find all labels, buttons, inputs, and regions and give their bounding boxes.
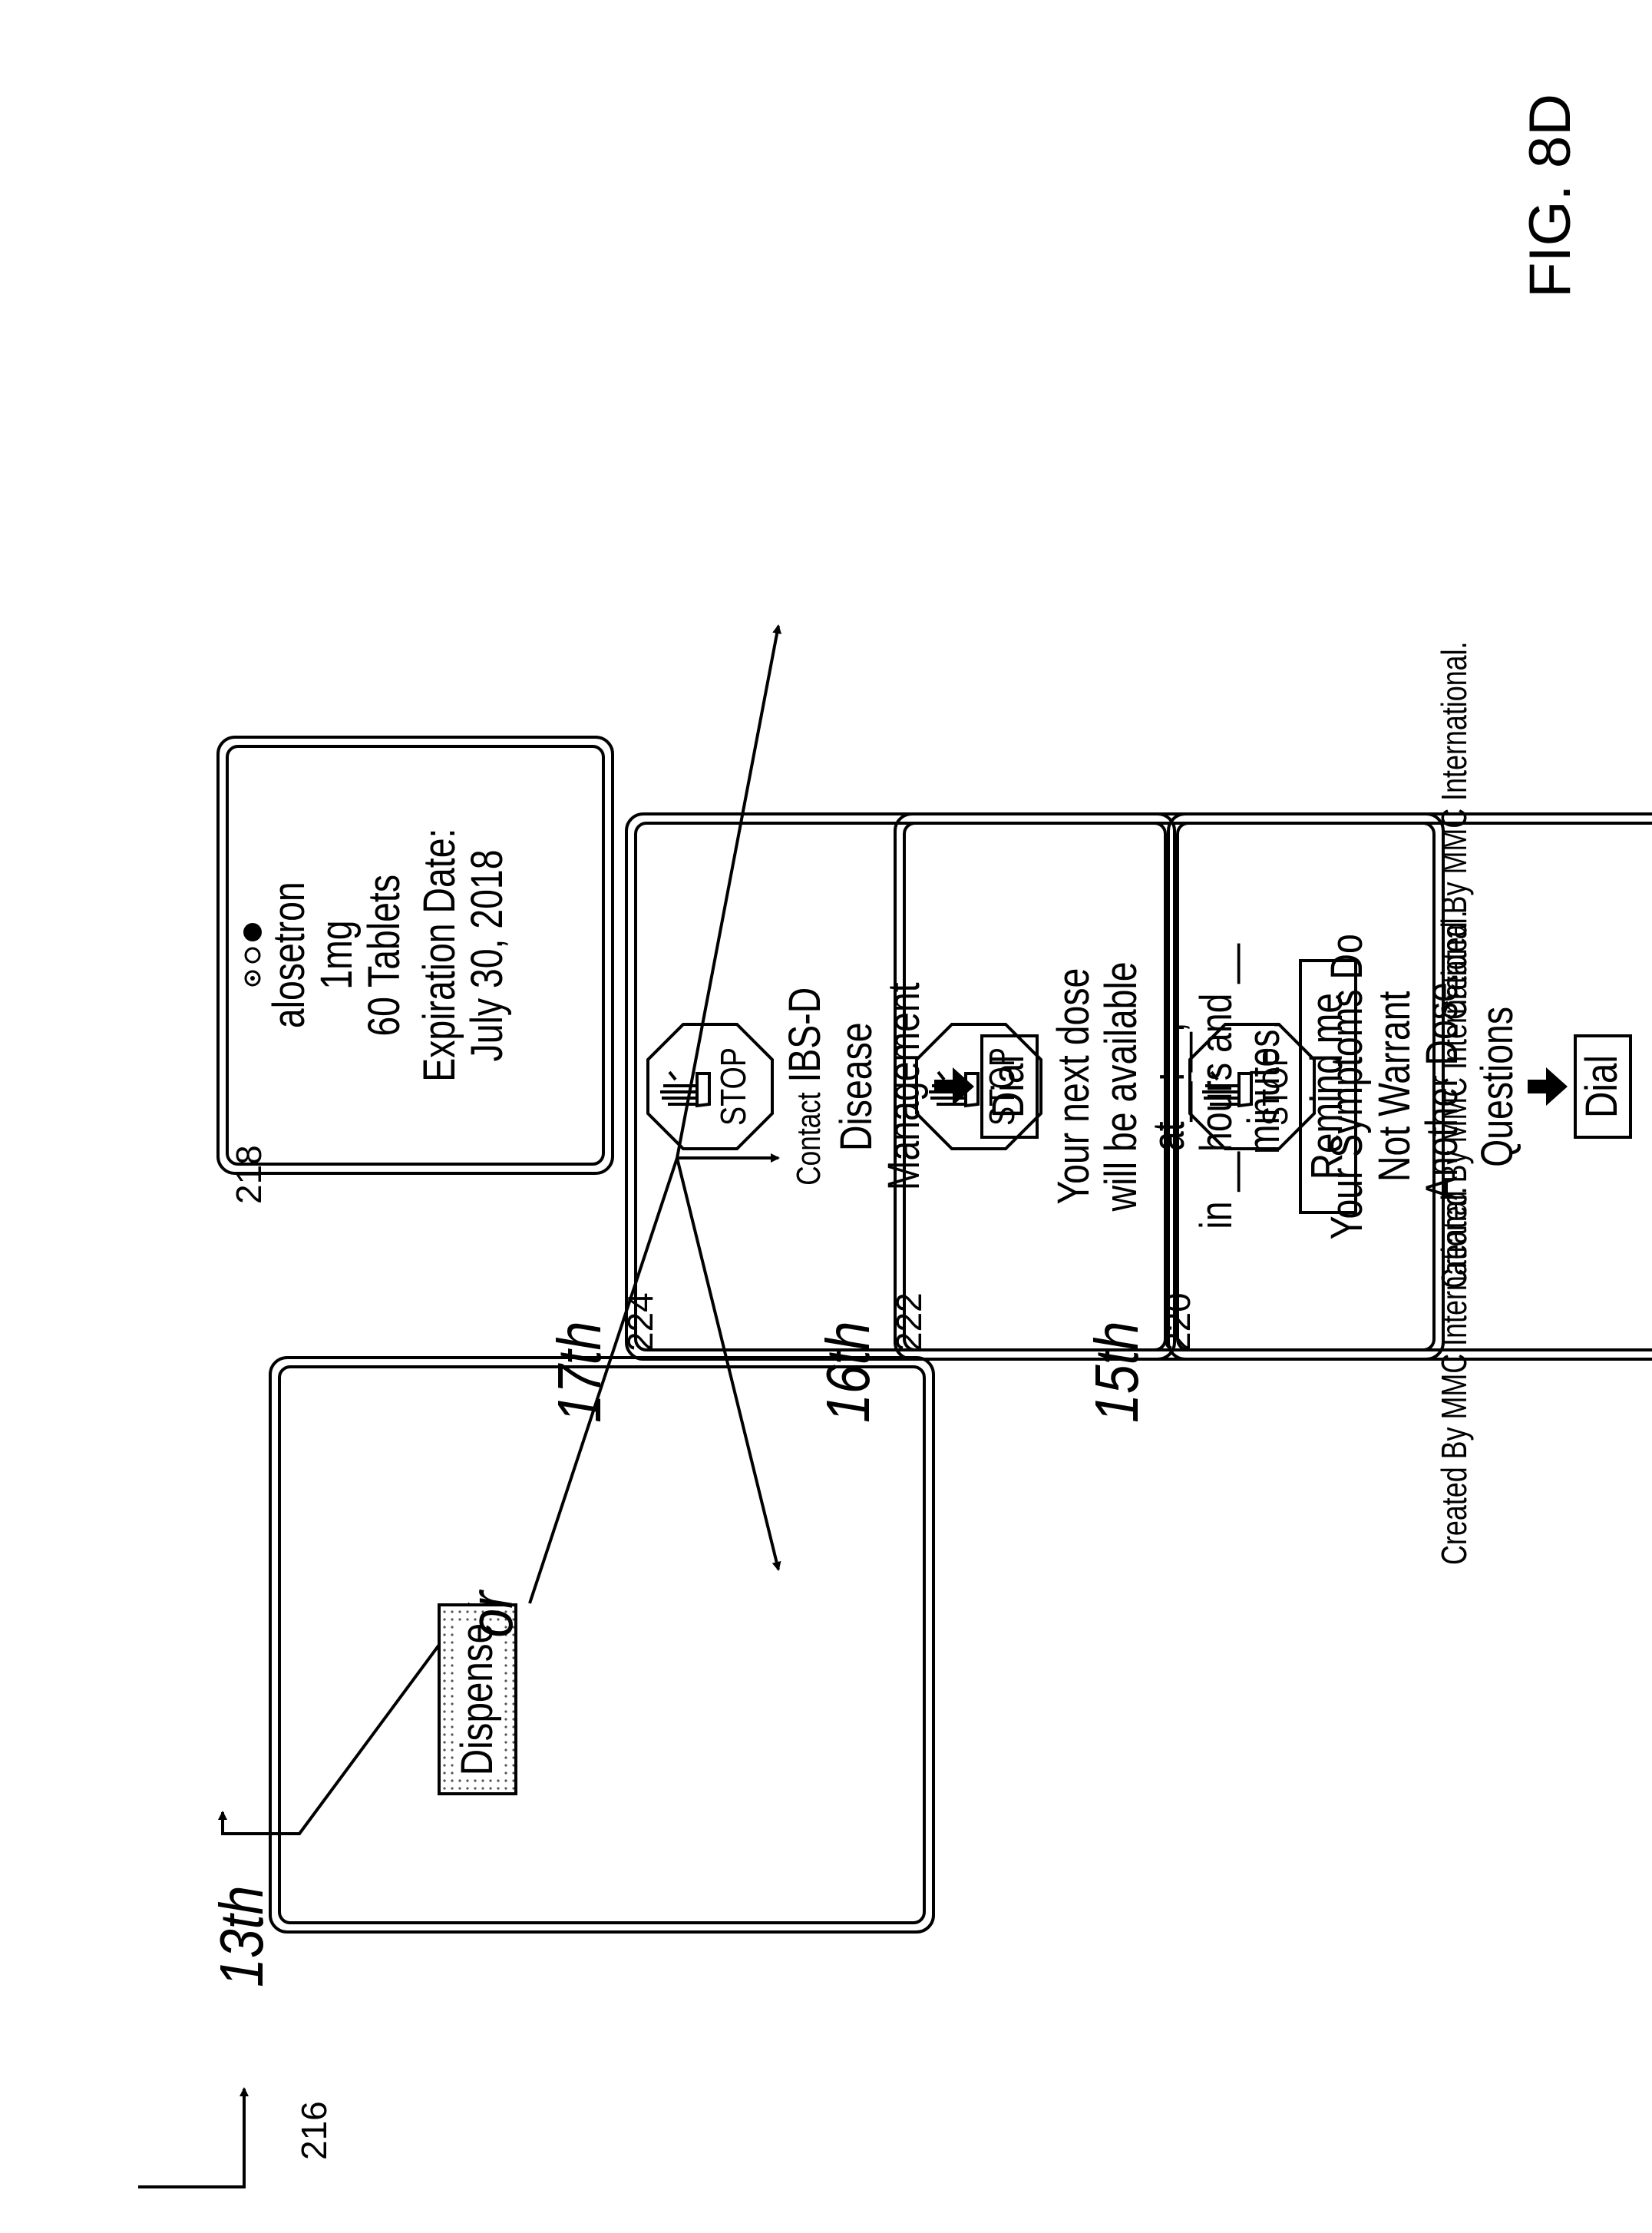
questions-label: Questions xyxy=(1472,1006,1522,1167)
message-line: Management xyxy=(879,982,929,1191)
contact-label: Contact xyxy=(790,1092,828,1186)
or-label: or xyxy=(457,1591,525,1638)
arrow-to-224 xyxy=(676,1157,781,1571)
arrow-to-220 xyxy=(676,624,782,1159)
intro-arrow xyxy=(138,2087,249,2188)
credit-220b: Created By MMC International. xyxy=(1434,641,1474,1020)
message-line: minutes. xyxy=(1239,1019,1289,1154)
ref-216: 216 xyxy=(294,2101,334,2160)
expiration-label: Expiration Date: xyxy=(415,828,464,1083)
message-line: in __hours and __ xyxy=(1191,944,1241,1229)
day-label-13th: 13th xyxy=(207,1885,276,1987)
drug-dose: 1mg xyxy=(312,920,362,991)
stop-label: STOP xyxy=(713,1047,753,1126)
message-line: Contact IBS-D xyxy=(780,987,833,1186)
figure-label: FIG. 8D xyxy=(1518,93,1583,298)
dial-button[interactable]: Dial xyxy=(980,1034,1039,1139)
arrow-down-icon xyxy=(934,1067,974,1106)
dial-button[interactable]: Dial xyxy=(1574,1034,1632,1139)
drug-name: alosetron xyxy=(264,882,314,1029)
page-dots-icon xyxy=(243,923,262,987)
expiration-date: July 30, 2018 xyxy=(462,849,512,1062)
arrow-to-218 xyxy=(218,1602,471,1835)
day-label-17th: 17th xyxy=(545,1321,613,1423)
stop-sign-icon: STOP xyxy=(1187,1021,1317,1152)
ibs-d-label: IBS-D xyxy=(780,987,830,1083)
message-line: Disease xyxy=(831,1022,881,1151)
remind-me-button[interactable]: Remind me xyxy=(1299,958,1357,1215)
arrow-down-icon xyxy=(1528,1067,1568,1106)
stop-sign-icon: STOP xyxy=(645,1021,775,1152)
drug-count: 60 Tablets xyxy=(359,874,409,1037)
